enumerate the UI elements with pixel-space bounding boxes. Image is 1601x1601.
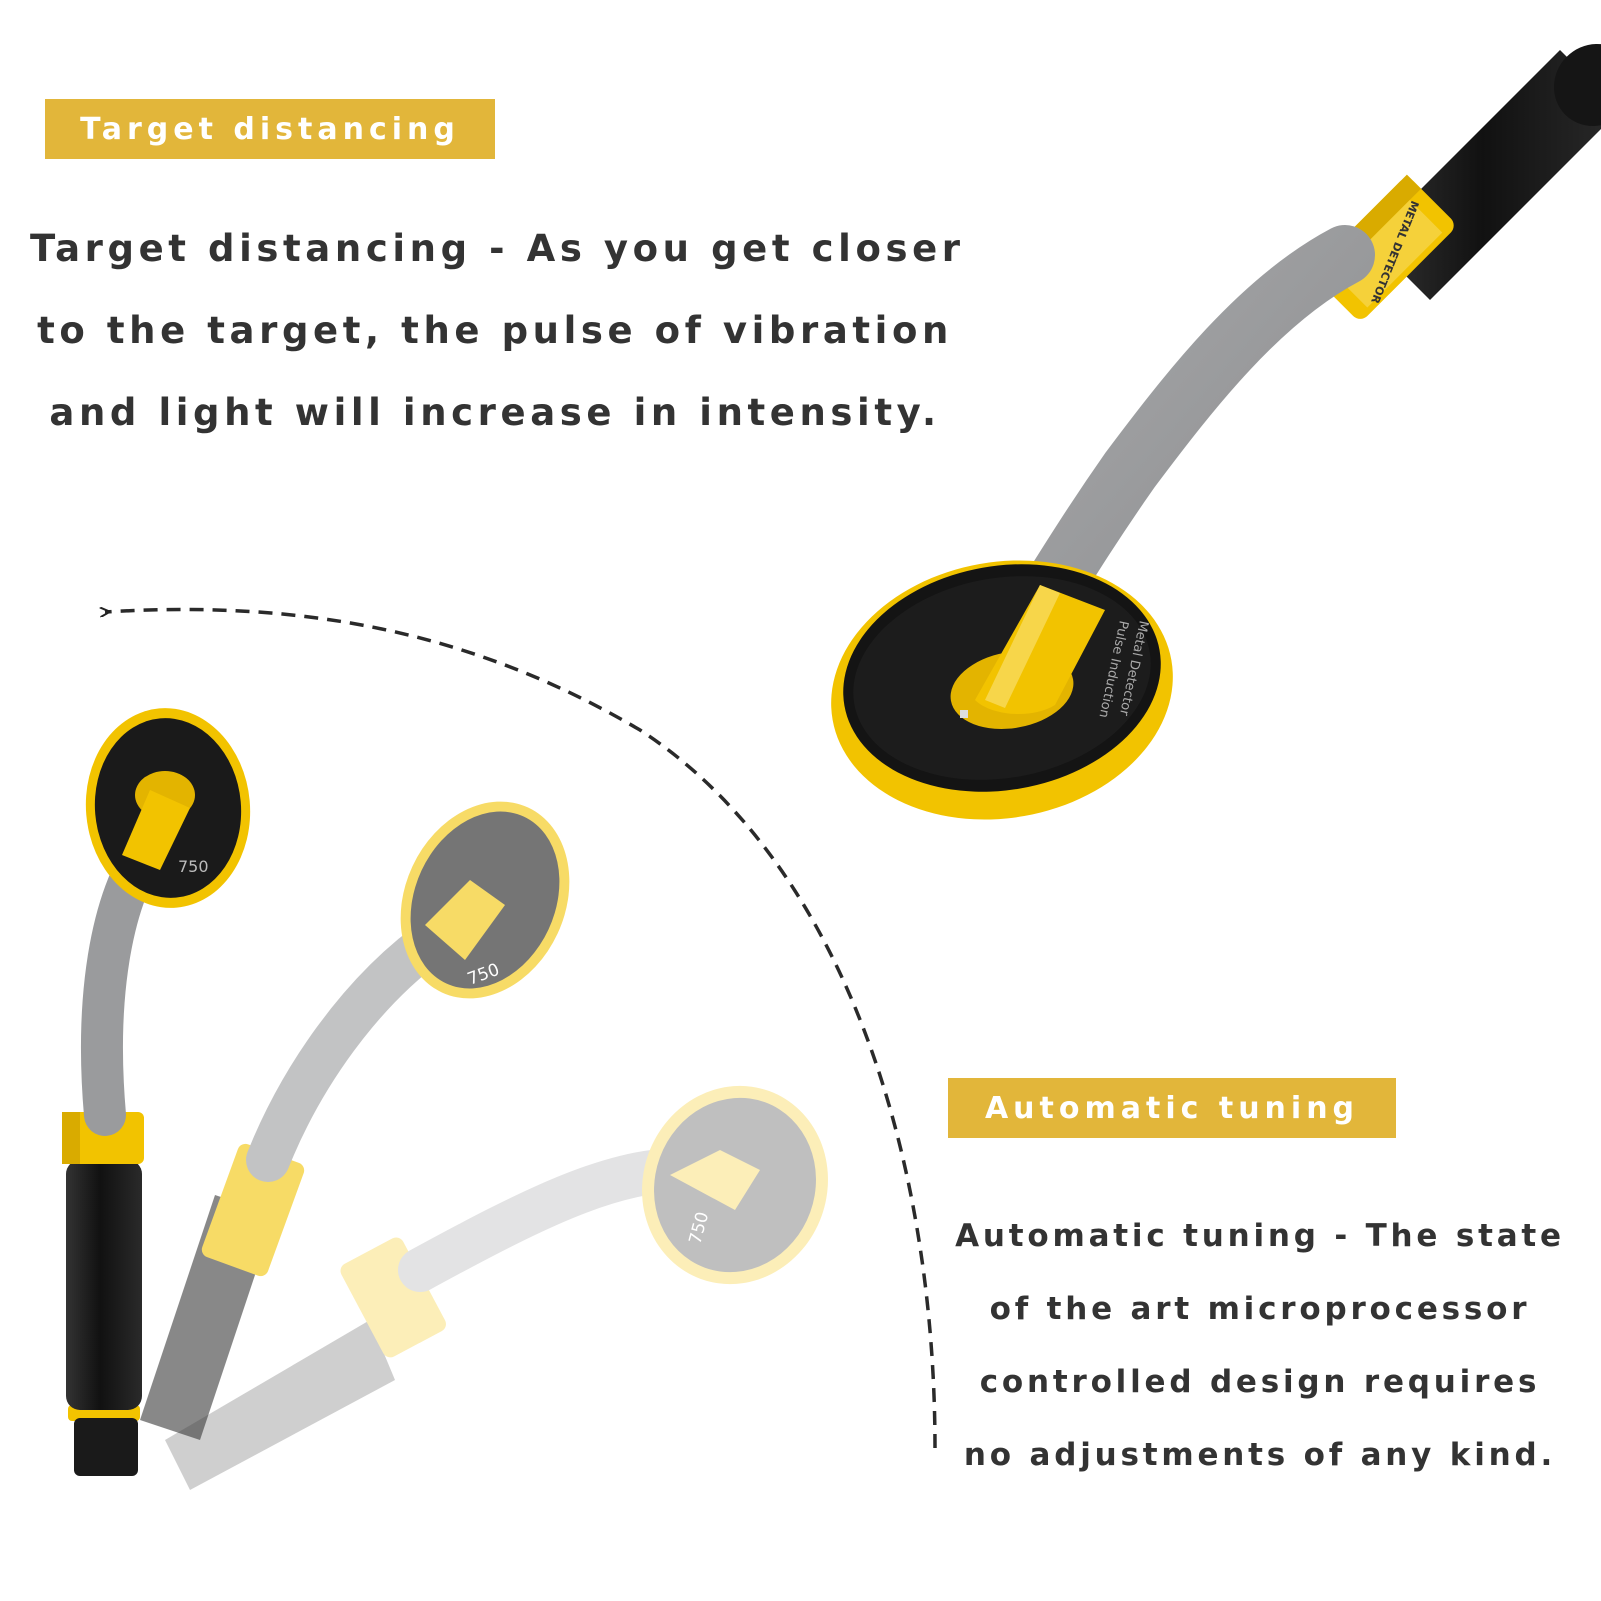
detector-swing-position-2: 750	[140, 801, 570, 1440]
description-line: of the art microprocessor	[989, 1291, 1531, 1327]
target-distancing-description: Target distancing - As you get closer to…	[30, 208, 960, 454]
dashed-arc-arrow-icon	[105, 610, 937, 1449]
detector-swing-position-3: 750	[165, 1085, 828, 1490]
coil-model-1: 750	[178, 857, 209, 876]
detector-closeup: METAL DETECTOR Pulse Induction Metal Det…	[831, 43, 1601, 820]
description-line: Automatic tuning - The state	[955, 1218, 1565, 1254]
description-line: Target distancing - As you get closer	[30, 227, 965, 270]
description-line: controlled design requires	[979, 1364, 1541, 1400]
target-distancing-badge-label: Target distancing	[80, 111, 460, 147]
automatic-tuning-badge: Automatic tuning	[948, 1078, 1396, 1138]
detector-swing-position-1: 750	[62, 708, 251, 1476]
description-line: to the target, the pulse of vibration	[37, 309, 953, 352]
description-line: no adjustments of any kind.	[963, 1437, 1557, 1473]
description-line: and light will increase in intensity.	[49, 391, 941, 434]
target-distancing-badge: Target distancing	[45, 99, 495, 159]
automatic-tuning-badge-label: Automatic tuning	[984, 1090, 1360, 1126]
automatic-tuning-description: Automatic tuning - The state of the art …	[930, 1200, 1590, 1492]
